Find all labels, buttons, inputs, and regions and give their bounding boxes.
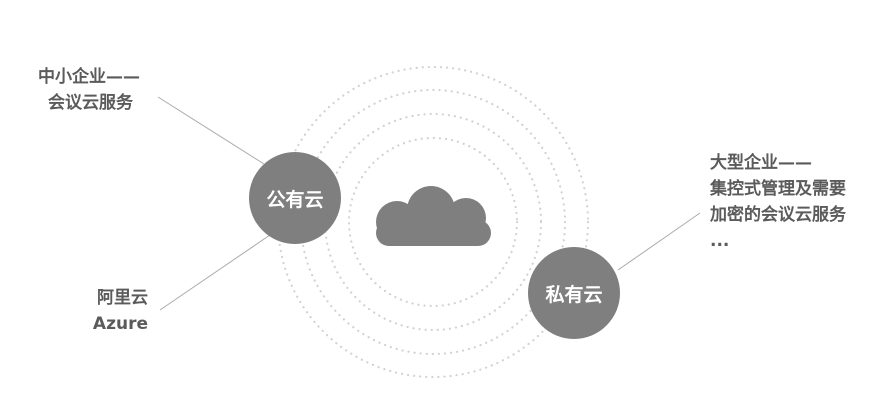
annotation-private-right: 大型企业—— 集控式管理及需要 加密的会议云服务 ... [710, 150, 846, 254]
annotation-line: ... [710, 231, 730, 251]
private-cloud-label: 私有云 [545, 283, 603, 306]
ring-outer [276, 65, 590, 379]
annotation-line: 会议云服务 [48, 93, 133, 113]
public-cloud-label: 公有云 [266, 188, 324, 211]
connector-public-top [157, 96, 265, 165]
cloud-icon [376, 186, 491, 246]
ring-inner [347, 136, 519, 308]
annotation-line: 加密的会议云服务 [710, 205, 846, 225]
connectors [157, 96, 701, 311]
connector-public-bottom [159, 234, 271, 311]
public-cloud-node: 公有云 [249, 152, 341, 244]
annotation-public-top: 中小企业—— 会议云服务 [38, 64, 140, 116]
annotation-public-bottom: 阿里云 Azure [93, 285, 148, 337]
annotation-line: 中小企业—— [38, 67, 140, 87]
connector-private-right [617, 212, 701, 271]
private-cloud-node: 私有云 [528, 247, 620, 339]
annotation-line: Azure [92, 314, 148, 334]
ring-second [323, 112, 543, 332]
annotation-line: 阿里云 [97, 288, 148, 308]
annotation-line: 大型企业—— [710, 153, 812, 173]
annotation-line: 集控式管理及需要 [710, 179, 846, 199]
